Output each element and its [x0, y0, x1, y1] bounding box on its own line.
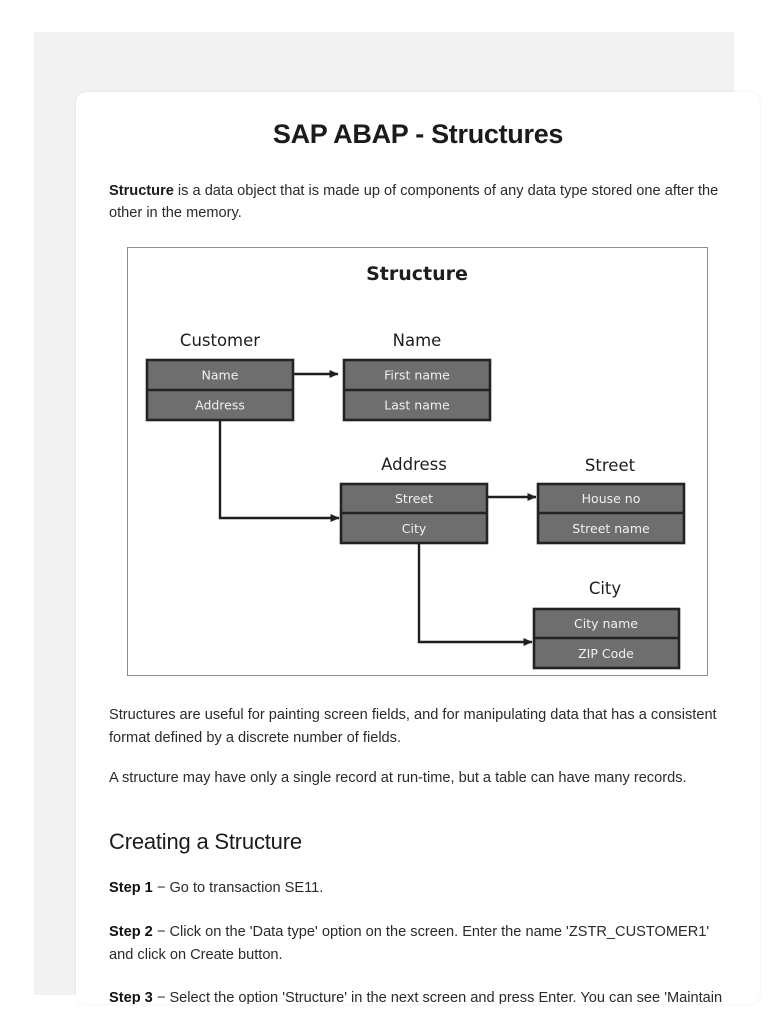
- step-1-label: Step 1: [109, 880, 153, 897]
- step-2-label: Step 2: [109, 924, 153, 940]
- connector-address-city-to-city: [417, 542, 533, 646]
- diagram-cell-address-1: City: [402, 521, 427, 536]
- paragraph-structures-useful: Structures are useful for painting scree…: [109, 706, 717, 746]
- intro-rest-text: is a data object that is made up of comp…: [109, 182, 719, 222]
- step-1: Step 1 − Go to transaction SE11.: [109, 877, 727, 900]
- connector-customer-address-to-address: [218, 419, 340, 522]
- diagram-node-customer-label: Customer: [180, 331, 260, 350]
- diagram-cell-street-1: Street name: [572, 521, 650, 536]
- diagram-node-address: Address Street City: [339, 455, 489, 545]
- step-2-dash: −: [152, 924, 170, 940]
- diagram-cell-customer-0: Name: [202, 367, 239, 382]
- diagram-node-street-label: Street: [585, 456, 636, 475]
- diagram-node-name: Name First name Last name: [342, 331, 492, 422]
- diagram-cell-street-0: House no: [582, 491, 641, 506]
- diagram-node-customer: Customer Name Address: [145, 331, 295, 422]
- diagram-node-city-label: City: [589, 579, 622, 598]
- diagram-cell-city-0: City name: [574, 616, 638, 631]
- page-title: SAP ABAP - Structures: [272, 119, 564, 149]
- diagram-title: Structure: [366, 263, 468, 285]
- paragraph-single-record: A structure may have only a single recor…: [109, 770, 687, 787]
- diagram-node-city: City City name ZIP Code: [532, 579, 681, 670]
- step-3: Step 3 − Select the option 'Structure' i…: [109, 987, 727, 1004]
- step-2-text: Click on the 'Data type' option on the s…: [109, 924, 710, 963]
- diagram-cell-name-1: Last name: [384, 397, 450, 412]
- step-3-label: Step 3: [109, 990, 153, 1004]
- diagram-cell-city-1: ZIP Code: [578, 646, 634, 661]
- structure-diagram: Structure Customer Name: [127, 246, 708, 676]
- step-3-dash: −: [152, 990, 170, 1004]
- diagram-node-address-label: Address: [381, 455, 447, 474]
- step-2: Step 2 − Click on the 'Data type' option…: [109, 921, 727, 966]
- step-1-text: Go to transaction SE11.: [169, 880, 324, 897]
- diagram-cell-customer-1: Address: [195, 397, 245, 412]
- intro-paragraph: Structure is a data object that is made …: [109, 180, 727, 225]
- step-1-dash: −: [152, 880, 170, 897]
- page-shell: SAP ABAP - Structures Structure is a dat…: [34, 32, 760, 1004]
- diagram-cell-address-0: Street: [395, 491, 433, 506]
- content-card: SAP ABAP - Structures Structure is a dat…: [76, 92, 760, 1004]
- diagram-node-street: Street House no Street name: [536, 456, 686, 545]
- diagram-cell-name-0: First name: [384, 367, 450, 382]
- section-heading-creating-a-structure: Creating a Structure: [109, 828, 302, 854]
- card-inner: SAP ABAP - Structures Structure is a dat…: [76, 92, 760, 1004]
- diagram-node-name-label: Name: [393, 331, 442, 350]
- step-3-text: Select the option 'Structure' in the nex…: [169, 990, 723, 1004]
- intro-bold-term: Structure: [109, 182, 174, 199]
